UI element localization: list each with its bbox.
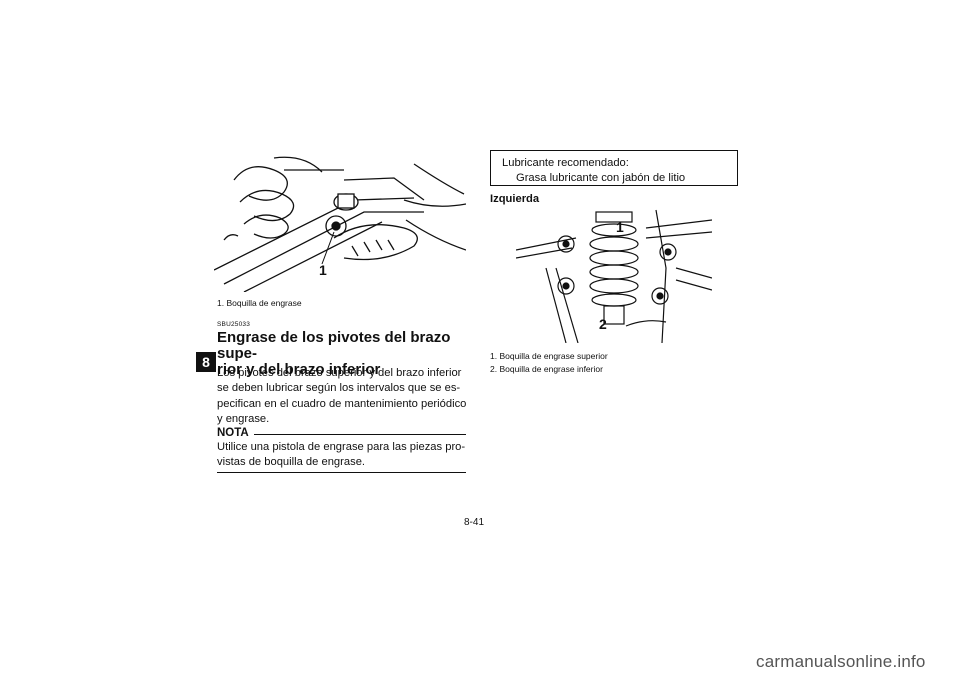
figure2-captions: 1. Boquilla de engrase superior 2. Boqui… bbox=[490, 350, 608, 376]
lubricant-label: Lubricante recomendado: bbox=[502, 157, 629, 169]
section-heading: Engrase de los pivotes del brazo supe- r… bbox=[217, 330, 467, 378]
body-line: y engrase. bbox=[217, 413, 270, 426]
page-number: 8-41 bbox=[464, 517, 485, 528]
body-line: pecifican en el cuadro de mantenimiento … bbox=[217, 397, 467, 410]
subhead-izquierda: Izquierda bbox=[490, 193, 540, 205]
nota-line: Utilice una pistola de engrase para las … bbox=[217, 441, 466, 453]
figure2-caption: 1. Boquilla de engrase superior bbox=[490, 351, 608, 361]
nota-rule-bottom bbox=[217, 472, 466, 473]
nota-rule-top bbox=[254, 434, 466, 435]
lubricant-value: Grasa lubricante con jabón de litio bbox=[516, 172, 686, 184]
watermark: carmanualsonline.info bbox=[756, 652, 926, 671]
heading-line-1: Engrase de los pivotes del brazo supe- bbox=[217, 329, 451, 362]
figure-shock-absorber bbox=[516, 209, 712, 343]
lubricant-box: Lubricante recomendado: Grasa lubricante… bbox=[490, 150, 738, 186]
figure2-callout-2: 2 bbox=[599, 316, 607, 332]
section-code: SBU25033 bbox=[217, 321, 251, 328]
figure2-caption: 2. Boquilla de engrase inferior bbox=[490, 364, 603, 374]
figure1-callout: 1 bbox=[319, 262, 327, 278]
nota-text: Utilice una pistola de engrase para las … bbox=[217, 440, 467, 471]
heading-line-2: rior y del brazo inferior bbox=[217, 361, 381, 378]
body-line: se deben lubricar según los intervalos q… bbox=[217, 382, 461, 395]
nota-label: NOTA bbox=[217, 427, 249, 439]
chapter-tab: 8 bbox=[196, 352, 216, 372]
section-body: Los pivotes del brazo superior y del bra… bbox=[217, 366, 467, 428]
figure-grease-nipple bbox=[214, 156, 466, 292]
figure1-caption: 1. Boquilla de engrase bbox=[217, 298, 302, 308]
figure2-callout-1: 1 bbox=[616, 219, 624, 235]
body-line: Los pivotes del brazo superior y del bra… bbox=[217, 367, 462, 379]
nota-line: vistas de boquilla de engrase. bbox=[217, 456, 366, 469]
